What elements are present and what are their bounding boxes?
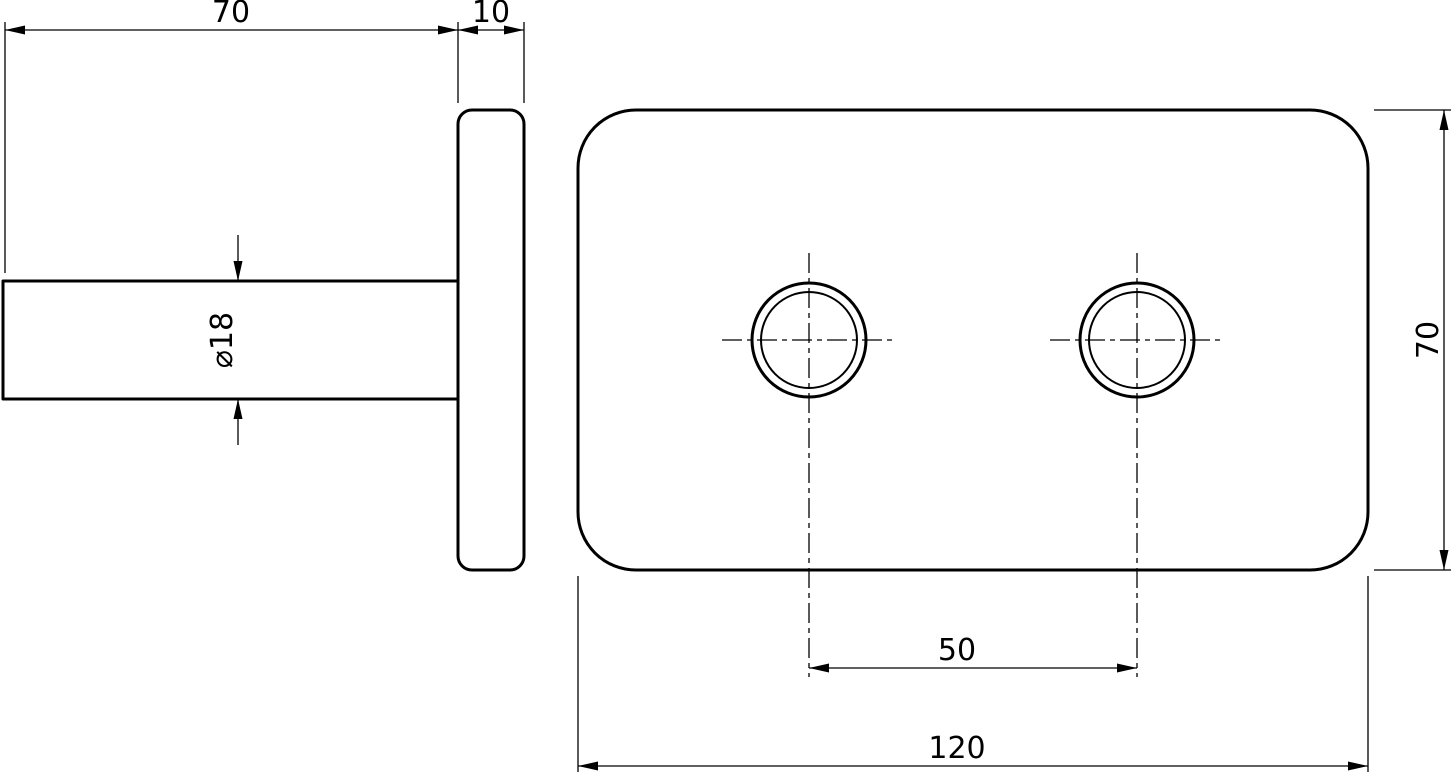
dim-label-plate-width: 120 (928, 731, 985, 766)
dim-label-plate-height: 70 (1411, 321, 1446, 359)
centerlines (722, 253, 1224, 677)
arrowhead-right-icon (438, 25, 458, 35)
side-view (1, 108, 526, 572)
arrowhead-right-icon (1348, 761, 1368, 771)
plate-side-outline (456, 108, 526, 572)
dim-label-hole-spacing: 50 (938, 633, 976, 668)
arrowhead-down-icon (1439, 550, 1449, 570)
arrowhead-left-icon (809, 663, 829, 673)
arrowhead-left-icon (458, 25, 478, 35)
arrowhead-left-icon (5, 25, 25, 35)
arrowhead-left-icon (578, 761, 598, 771)
dim-label-shaft-length: 70 (212, 0, 250, 30)
front-view (576, 108, 1370, 572)
arrowhead-down-icon (233, 261, 243, 281)
arrowhead-up-icon (233, 399, 243, 419)
plate-front-outline (576, 108, 1370, 572)
dimension-annotations: 70 10 ⌀18 70 50 12 (4, 0, 1451, 772)
dim-label-plate-thickness: 10 (472, 0, 510, 30)
arrowhead-up-icon (1439, 110, 1449, 130)
arrowhead-right-icon (504, 25, 524, 35)
dim-label-shaft-diameter: ⌀18 (205, 312, 240, 368)
arrowhead-right-icon (1117, 663, 1137, 673)
